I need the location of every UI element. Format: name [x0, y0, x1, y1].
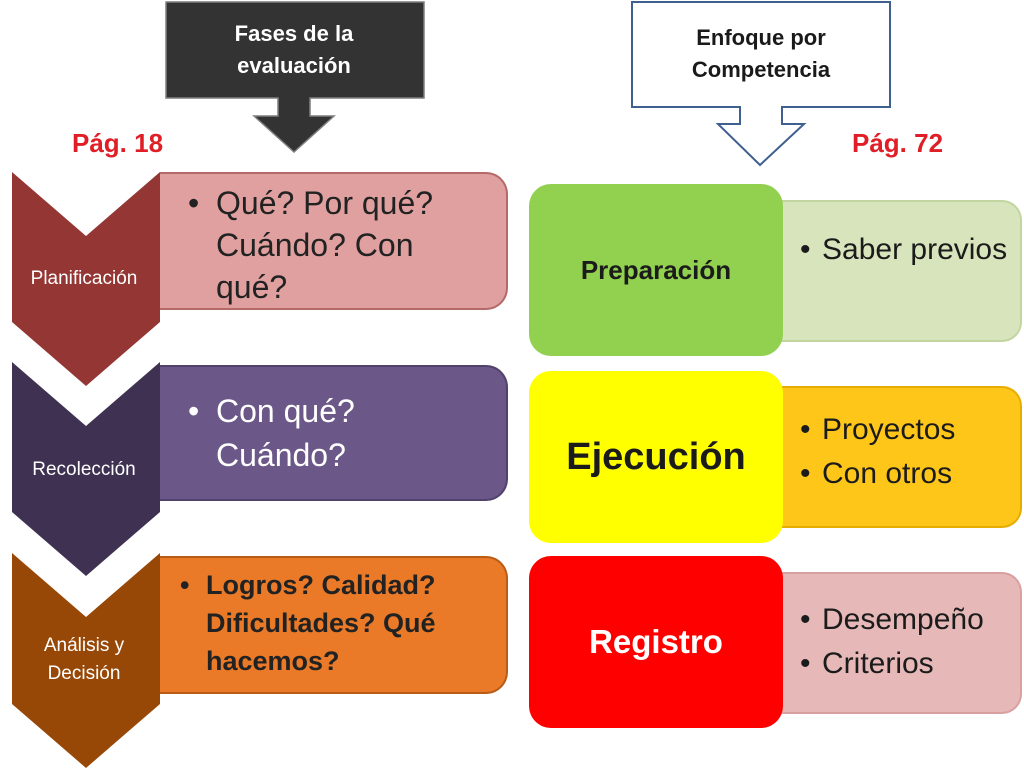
detail-box-registro: Desempeño Criterios [780, 572, 1022, 714]
bullet-item: Proyectos [800, 408, 1010, 452]
phase-box-registro: Registro [529, 556, 783, 728]
bullet-list: Proyectos Con otros [800, 408, 1010, 496]
left-callout-line2: evaluación [237, 53, 351, 78]
bullet-item: Desempeño [800, 598, 1010, 642]
phase-label-preparacion: Preparación [580, 254, 732, 285]
chevron-label-recoleccion: Recolección [32, 459, 136, 480]
phase-label-ejecucion: Ejecución [566, 435, 746, 478]
bullet-item: Con qué? Cuándo? [188, 389, 488, 477]
chevron-label-analisis-line2: Decisión [47, 663, 121, 684]
bullet-item: Saber previos [800, 228, 1010, 272]
chevron-label-analisis-line1: Análisis y [43, 635, 125, 656]
right-callout-shape [631, 1, 891, 167]
chevron-analisis [12, 553, 160, 768]
bullet-list: Qué? Por qué? Cuándo? Con qué? [188, 182, 493, 308]
bullet-list: Saber previos [800, 228, 1010, 272]
right-callout-title: Enfoque por Competencia [634, 22, 888, 86]
bullet-item: Criterios [800, 642, 1010, 686]
page-ref-right: Pág. 72 [852, 128, 944, 158]
content-box-recoleccion: Con qué? Cuándo? [160, 365, 508, 501]
left-callout-shape [165, 1, 425, 154]
content-box-analisis: Logros? Calidad? Dificultades? Qué hacem… [160, 556, 508, 694]
bullet-item: Logros? Calidad? Dificultades? Qué hacem… [178, 566, 498, 680]
chevron-label-planificacion: Planificación [30, 268, 138, 289]
content-box-planificacion: Qué? Por qué? Cuándo? Con qué? [160, 172, 508, 310]
chevron-planificacion [12, 172, 160, 386]
phase-box-preparacion: Preparación [529, 184, 783, 356]
bullet-item: Qué? Por qué? Cuándo? Con qué? [188, 182, 493, 308]
detail-box-ejecucion: Proyectos Con otros [780, 386, 1022, 528]
bullet-item: Con otros [800, 452, 1010, 496]
chevron-label-analisis: Análisis y Decisión [9, 632, 159, 688]
bullet-list: Con qué? Cuándo? [188, 389, 488, 477]
phase-box-ejecucion: Ejecución [529, 371, 783, 543]
left-callout-title: Fases de la evaluación [168, 18, 420, 82]
page-ref-left: Pág. 18 [72, 128, 164, 158]
left-callout-line1: Fases de la [234, 21, 354, 46]
right-callout-line1: Enfoque por [696, 25, 826, 50]
detail-box-preparacion: Saber previos [780, 200, 1022, 342]
chevron-recoleccion [12, 362, 160, 576]
right-callout-line2: Competencia [691, 57, 831, 82]
phase-label-registro: Registro [589, 623, 723, 660]
bullet-list: Desempeño Criterios [800, 598, 1010, 686]
bullet-list: Logros? Calidad? Dificultades? Qué hacem… [178, 566, 498, 680]
